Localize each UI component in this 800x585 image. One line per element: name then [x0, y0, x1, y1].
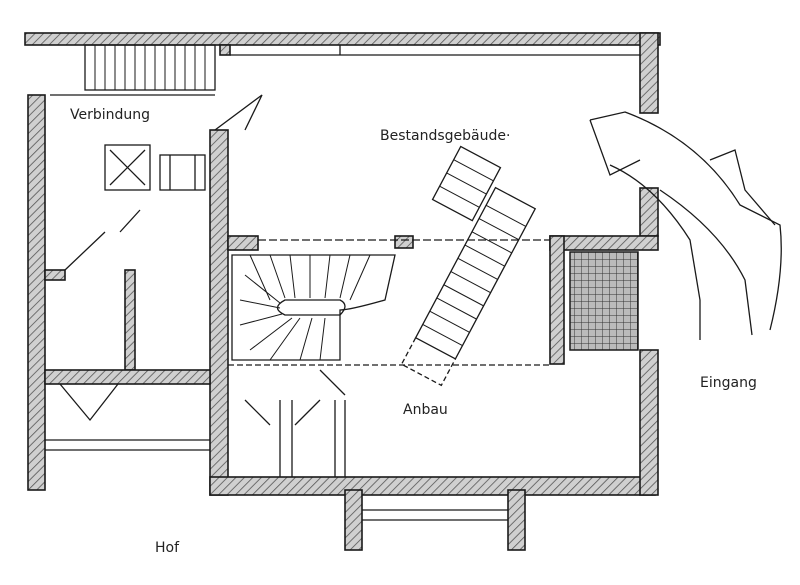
label-eingang: Eingang: [700, 375, 757, 391]
label-hof: Hof: [155, 540, 180, 556]
walls: [24, 32, 661, 551]
label-anbau: Anbau: [403, 402, 448, 418]
lines: [45, 44, 782, 521]
label-bestandsgebaeude: Bestandsgebäude·: [380, 128, 511, 144]
grid-floor: [569, 251, 639, 351]
label-verbindung: Verbindung: [70, 107, 151, 123]
